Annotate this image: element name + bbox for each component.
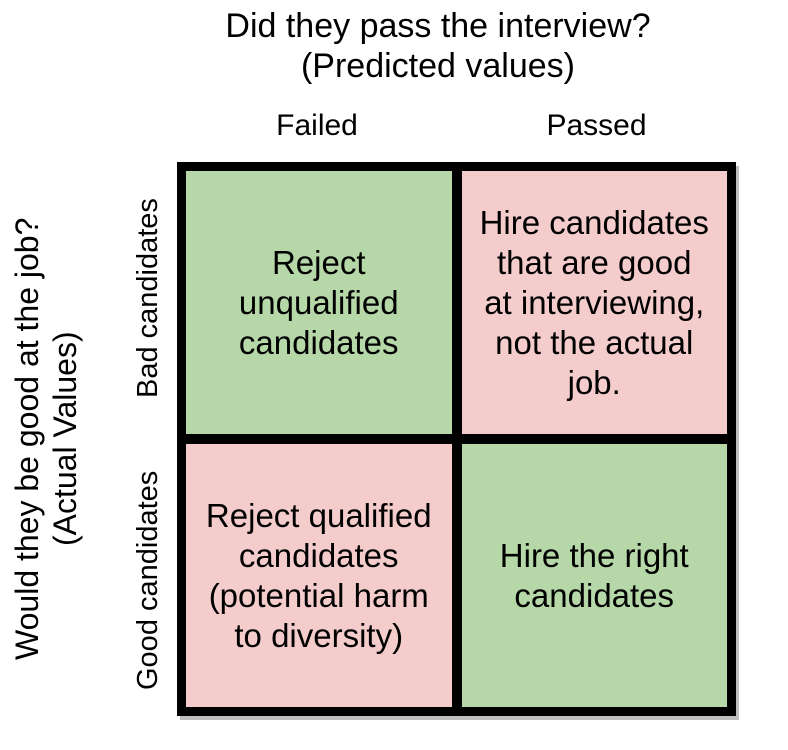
column-header-failed: Failed (276, 109, 358, 142)
confusion-matrix-grid: Reject unqualified candidates Hire candi… (177, 162, 736, 716)
x-axis-title: Did they pass the interview? (Predicted … (225, 7, 651, 85)
cell-true-positive: Hire the right candidates (461, 444, 727, 707)
cell-false-negative: Reject qualified candidates (potential h… (186, 444, 452, 707)
row-label-good-candidates: Good candidates (132, 470, 164, 690)
column-header-passed: Passed (546, 109, 647, 142)
cell-true-negative: Reject unqualified candidates (186, 171, 452, 434)
row-label-bad-candidates: Bad candidates (132, 198, 164, 399)
cell-false-positive: Hire candidates that are good at intervi… (461, 171, 727, 434)
y-axis-title: Would they be good at the job? (Actual V… (9, 217, 83, 661)
